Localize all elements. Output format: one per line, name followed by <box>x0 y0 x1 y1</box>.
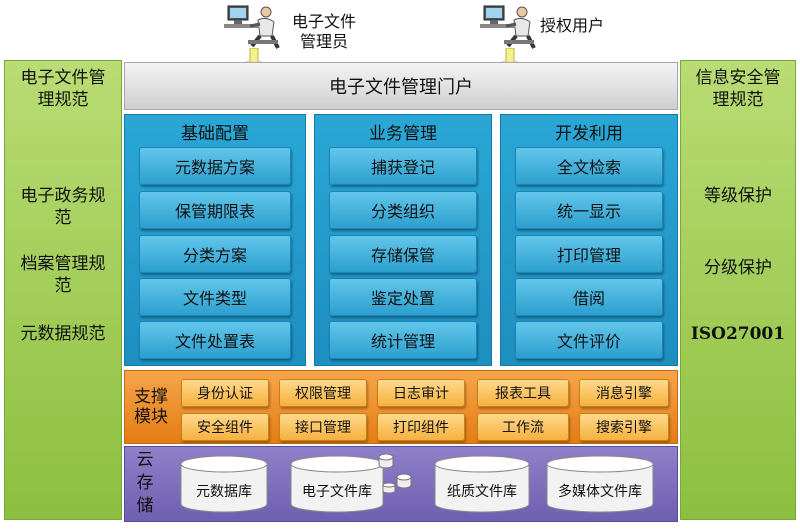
security-panel-right: 信息安全管 理规范 等级保护 分级保护 ISO27001 <box>680 60 796 520</box>
module-button[interactable]: 存储保管 <box>329 235 477 273</box>
database-cylinder[interactable]: 元数据库 <box>179 455 269 513</box>
module-button[interactable]: 文件类型 <box>139 278 291 316</box>
module-button[interactable]: 文件处置表 <box>139 321 291 359</box>
support-module-button[interactable]: 权限管理 <box>279 379 367 407</box>
module-button[interactable]: 分类方案 <box>139 235 291 273</box>
portal-bar: 电子文件管理门户 <box>124 62 678 110</box>
module-button[interactable]: 捕获登记 <box>329 147 477 185</box>
database-label: 纸质文件库 <box>447 484 517 500</box>
module-button[interactable]: 元数据方案 <box>139 147 291 185</box>
storage-label: 云 存 储 <box>136 450 154 516</box>
support-modules-band: 支撑 模块 身份认证 权限管理 日志审计 报表工具 消息引擎 安全组件 接口管理… <box>124 370 678 444</box>
module-button[interactable]: 鉴定处置 <box>329 278 477 316</box>
column-business-management: 业务管理 捕获登记 分类组织 存储保管 鉴定处置 统计管理 <box>314 114 492 366</box>
records-manager-user-icon <box>222 4 284 50</box>
support-module-button[interactable]: 报表工具 <box>477 379 569 407</box>
database-label: 多媒体文件库 <box>558 484 642 500</box>
standard-item: 档案管理规 范 <box>20 254 106 296</box>
security-item: 等级保护 <box>704 186 772 206</box>
column-title: 开发利用 <box>555 124 623 144</box>
module-button[interactable]: 全文检索 <box>515 147 663 185</box>
database-label: 元数据库 <box>196 484 252 500</box>
authorized-user-label: 授权用户 <box>540 16 605 35</box>
module-button[interactable]: 统一显示 <box>515 191 663 229</box>
standard-item: 电子政务规 范 <box>20 186 106 228</box>
support-module-button[interactable]: 打印组件 <box>377 413 465 441</box>
module-button[interactable]: 统计管理 <box>329 321 477 359</box>
module-button[interactable]: 分类组织 <box>329 191 477 229</box>
database-cylinder[interactable]: 纸质文件库 <box>433 455 531 513</box>
standards-panel-left: 电子文件管 理规范 电子政务规 范 档案管理规 范 元数据规范 <box>4 60 122 520</box>
module-button[interactable]: 打印管理 <box>515 235 663 273</box>
panel-heading: 电子文件管 理规范 <box>20 68 106 110</box>
security-item: ISO27001 <box>690 324 786 344</box>
cloud-storage-band: 云 存 储 元数据库 电子文件库 纸质文件库 多媒体 <box>124 446 678 522</box>
column-development-use: 开发利用 全文检索 统一显示 打印管理 借阅 文件评价 <box>500 114 678 366</box>
module-button[interactable]: 借阅 <box>515 278 663 316</box>
column-basic-config: 基础配置 元数据方案 保管期限表 分类方案 文件类型 文件处置表 <box>124 114 306 366</box>
database-cylinder[interactable]: 电子文件库 <box>289 455 385 513</box>
support-label: 支撑 模块 <box>134 387 168 427</box>
support-module-button[interactable]: 搜索引擎 <box>579 413 669 441</box>
module-button[interactable]: 文件评价 <box>515 321 663 359</box>
records-manager-label: 电子文件 管理员 <box>291 12 356 51</box>
authorized-user-icon <box>478 4 540 50</box>
column-title: 基础配置 <box>181 124 249 144</box>
panel-heading: 信息安全管 理规范 <box>695 68 781 110</box>
security-item: 分级保护 <box>704 258 772 278</box>
column-title: 业务管理 <box>369 124 437 144</box>
standard-item: 元数据规范 <box>20 324 106 344</box>
small-database-icon <box>378 453 412 493</box>
database-cylinder[interactable]: 多媒体文件库 <box>545 455 655 513</box>
support-module-button[interactable]: 日志审计 <box>377 379 465 407</box>
database-label: 电子文件库 <box>302 484 372 500</box>
support-module-button[interactable]: 安全组件 <box>181 413 269 441</box>
support-module-button[interactable]: 身份认证 <box>181 379 269 407</box>
portal-title: 电子文件管理门户 <box>329 77 473 98</box>
support-module-button[interactable]: 接口管理 <box>279 413 367 441</box>
module-button[interactable]: 保管期限表 <box>139 191 291 229</box>
support-module-button[interactable]: 消息引擎 <box>579 379 669 407</box>
support-module-button[interactable]: 工作流 <box>477 413 569 441</box>
